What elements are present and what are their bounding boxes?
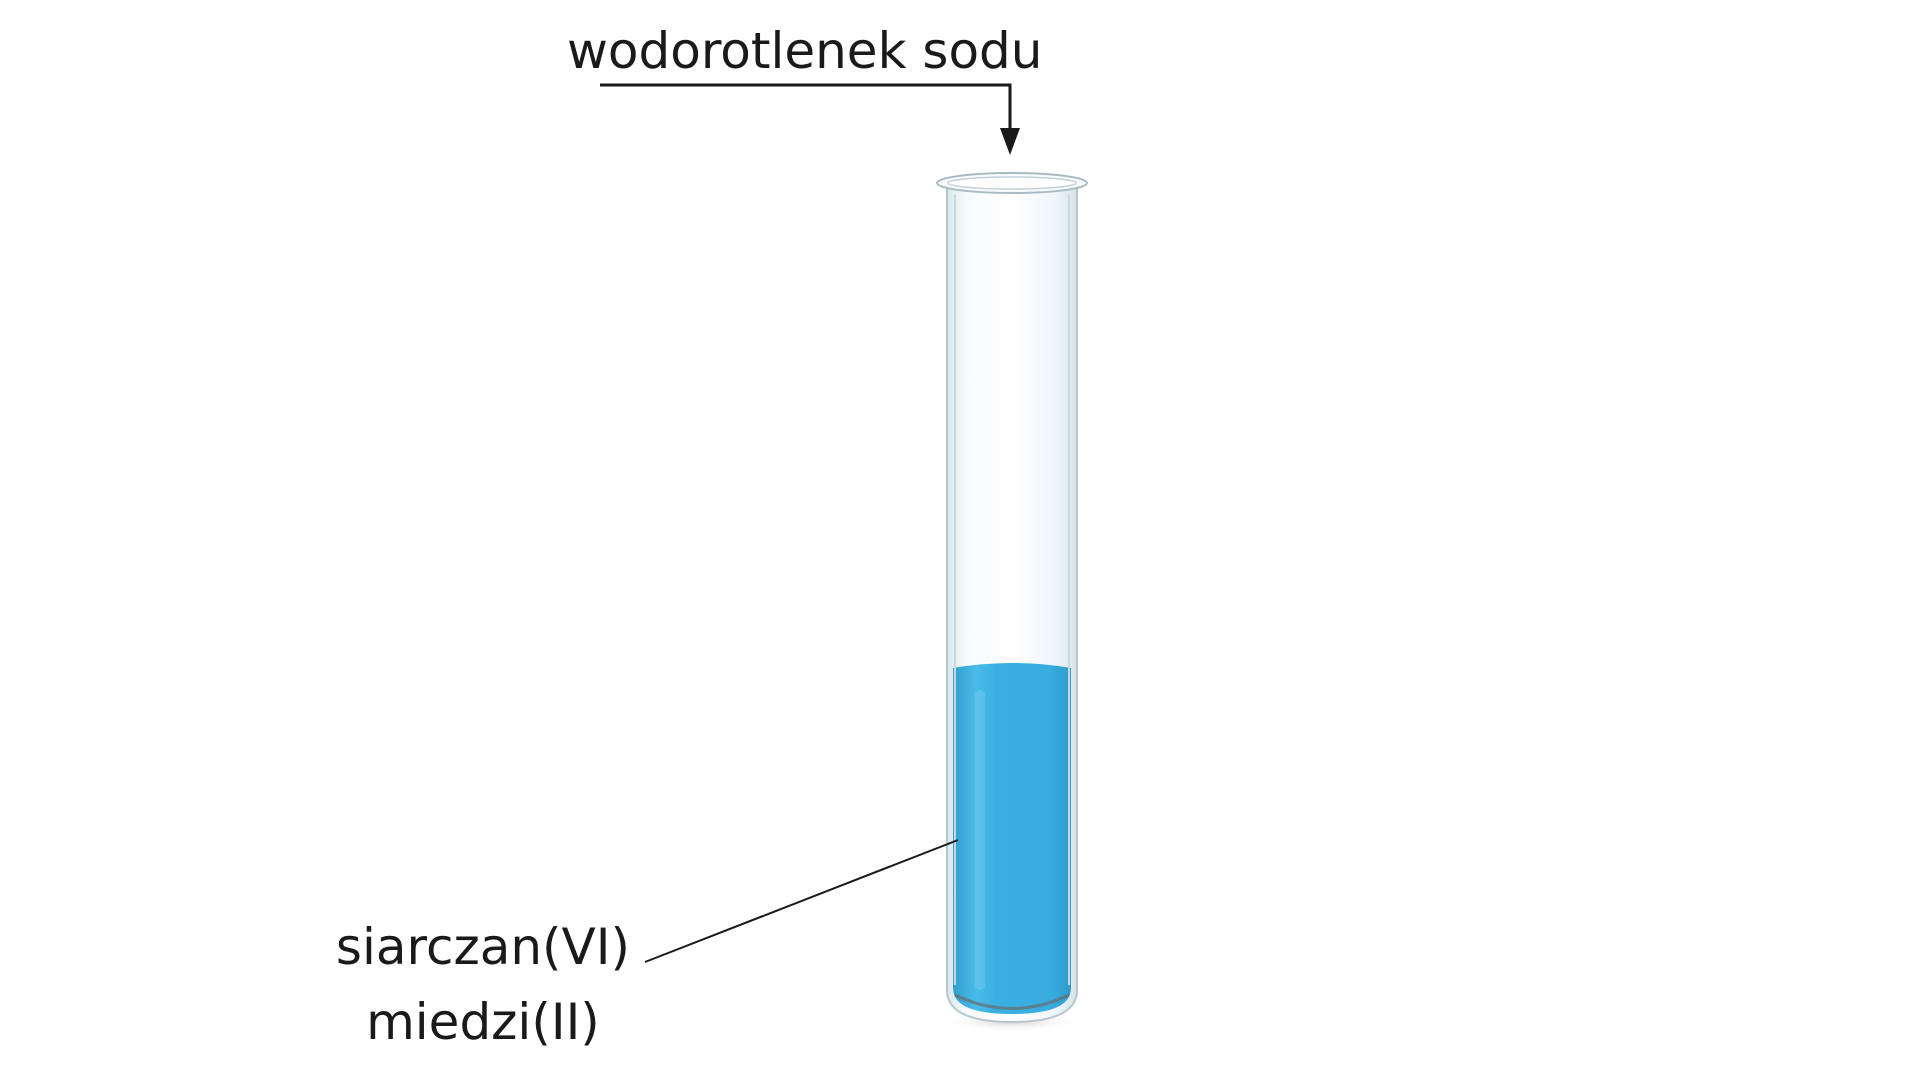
- tube-bottom-rim: [954, 993, 1070, 1010]
- reagent-pointer-line: [600, 83, 1012, 130]
- reagent-label: wodorotlenek sodu: [567, 22, 1043, 80]
- solution-label: siarczan(VI) miedzi(II): [336, 910, 630, 1060]
- reagent-arrowhead: [1000, 128, 1020, 155]
- test-tube-rim-inner: [947, 176, 1077, 190]
- solution-label-line-2: miedzi(II): [366, 993, 600, 1051]
- solution-label-line-1: siarczan(VI): [335, 918, 630, 976]
- solution-pointer-line: [644, 839, 959, 963]
- copper-sulfate-solution: [953, 663, 1071, 1014]
- liquid-highlight: [975, 690, 985, 990]
